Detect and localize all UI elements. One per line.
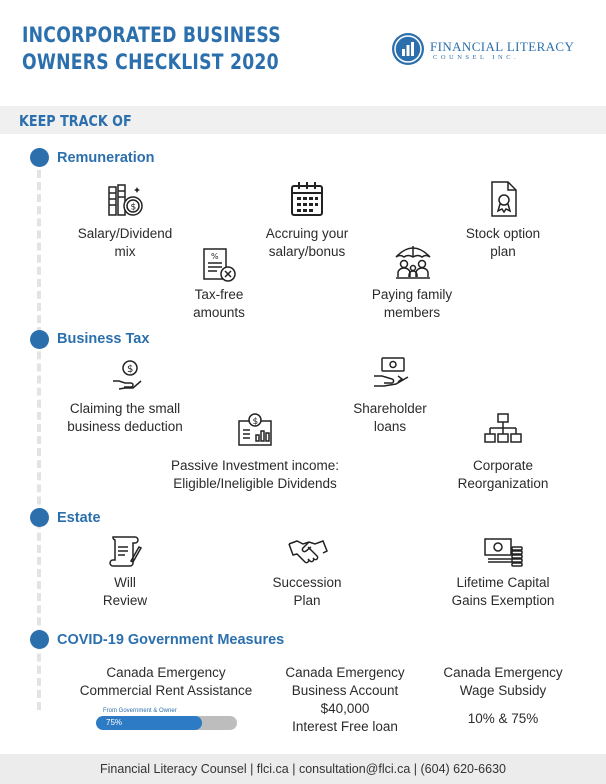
- timeline-line: [37, 170, 41, 710]
- logo-name: FINANCIAL LITERACY: [430, 39, 575, 54]
- item-line: Canada Emergency: [443, 665, 563, 680]
- item-line: Passive Investment income:: [170, 458, 340, 473]
- item-line: Shareholder: [353, 401, 427, 416]
- hand-money-icon: [372, 356, 410, 392]
- progress-caption: From Government & Owner: [103, 708, 177, 714]
- certificate-icon: [489, 180, 519, 218]
- item-business-account: Canada Emergency Business Account $40,00…: [270, 664, 420, 736]
- hand-coin-icon: $: [111, 359, 143, 391]
- company-logo: FINANCIAL LITERACY COUNSEL INC.: [392, 33, 582, 67]
- item-line: Succession: [272, 575, 342, 590]
- item-line: Will: [114, 575, 136, 590]
- tax-form-icon: %: [201, 247, 239, 283]
- item-succession-plan: Succession Plan: [257, 574, 357, 610]
- org-chart-icon: [484, 413, 522, 447]
- svg-text:%: %: [211, 252, 219, 261]
- handshake-icon: [288, 538, 328, 566]
- item-line: $40,000: [320, 701, 370, 716]
- item-line: Gains Exemption: [451, 593, 555, 608]
- investment-report-icon: $: [236, 412, 274, 448]
- section-marker-covid: [30, 630, 49, 649]
- logo-subtitle: COUNSEL INC.: [433, 54, 520, 61]
- item-paying-family: Paying family members: [352, 286, 472, 322]
- item-line: Stock option: [465, 226, 541, 241]
- item-line: Plan: [293, 593, 321, 608]
- section-title-remuneration: Remuneration: [57, 150, 155, 166]
- svg-text:$: $: [253, 417, 259, 427]
- item-salary-dividend: Salary/Dividend mix: [55, 225, 195, 261]
- calendar-icon: [290, 181, 324, 217]
- section-marker-business-tax: [30, 330, 49, 349]
- item-wage-subsidy: Canada Emergency Wage Subsidy 10% & 75%: [428, 664, 578, 728]
- item-corporate-reorganization: Corporate Reorganization: [438, 457, 568, 493]
- item-line: amounts: [193, 305, 245, 320]
- item-line: salary/bonus: [268, 244, 346, 259]
- item-line: members: [383, 305, 441, 320]
- item-tax-free: Tax-free amounts: [159, 286, 279, 322]
- svg-text:$: $: [131, 203, 137, 213]
- section-marker-estate: [30, 508, 49, 527]
- item-line: loans: [373, 419, 407, 434]
- footer-contact: Financial Literacy Counsel | flci.ca | c…: [100, 762, 506, 776]
- item-line: Accruing your: [265, 226, 349, 241]
- money-stack-icon: [484, 535, 524, 569]
- section-title-estate: Estate: [57, 510, 101, 526]
- item-passive-investment: Passive Investment income: Eligible/Inel…: [150, 457, 360, 493]
- section-title-covid: COVID-19 Government Measures: [57, 632, 285, 648]
- title-line-2: OWNERS CHECKLIST 2020: [22, 50, 279, 74]
- item-line: Canada Emergency: [285, 665, 405, 680]
- item-line: Claiming the small: [69, 401, 181, 416]
- item-will-review: Will Review: [75, 574, 175, 610]
- item-line: Wage Subsidy: [459, 683, 547, 698]
- coins-icon: $: [107, 181, 145, 219]
- item-line: plan: [490, 244, 516, 259]
- scroll-icon: [107, 533, 143, 569]
- item-lifetime-capital-gains: Lifetime Capital Gains Exemption: [438, 574, 568, 610]
- item-line: Tax-free: [194, 287, 244, 302]
- section-marker-remuneration: [30, 148, 49, 167]
- family-umbrella-icon: [393, 243, 433, 281]
- progress-label: 75%: [106, 718, 123, 727]
- item-line: Paying family: [371, 287, 453, 302]
- item-line: Lifetime Capital: [456, 575, 550, 590]
- item-line: Salary/Dividend: [77, 226, 173, 241]
- item-shareholder-loans: Shareholder loans: [330, 400, 450, 436]
- section-title-business-tax: Business Tax: [57, 331, 150, 347]
- item-line: Commercial Rent Assistance: [79, 683, 253, 698]
- item-line: business deduction: [67, 419, 183, 434]
- item-line: Canada Emergency: [106, 665, 226, 680]
- keep-track-label: KEEP TRACK OF: [19, 112, 132, 130]
- footer: Financial Literacy Counsel | flci.ca | c…: [0, 754, 606, 784]
- item-stock-option: Stock option plan: [443, 225, 563, 261]
- title-line-1: INCORPORATED BUSINESS: [22, 23, 281, 47]
- item-line: Review: [102, 593, 148, 608]
- item-line: 10% & 75%: [467, 711, 539, 726]
- item-accruing-salary: Accruing your salary/bonus: [237, 225, 377, 261]
- item-line: Business Account: [291, 683, 399, 698]
- item-line: Reorganization: [457, 476, 549, 491]
- svg-text:$: $: [127, 364, 133, 375]
- item-rent-assistance: Canada Emergency Commercial Rent Assista…: [66, 664, 266, 700]
- item-line: Corporate: [472, 458, 534, 473]
- item-line: mix: [114, 244, 136, 259]
- logo-emblem-icon: [392, 33, 424, 65]
- item-line: Eligible/Ineligible Dividends: [173, 476, 337, 491]
- page-title: INCORPORATED BUSINESS OWNERS CHECKLIST 2…: [22, 22, 281, 76]
- item-line: Interest Free loan: [292, 719, 398, 734]
- progress-fill: [96, 716, 202, 730]
- keep-track-banner: KEEP TRACK OF: [0, 106, 606, 134]
- item-small-business-deduction: Claiming the small business deduction: [55, 400, 195, 436]
- progress-bar: 75%: [96, 716, 237, 730]
